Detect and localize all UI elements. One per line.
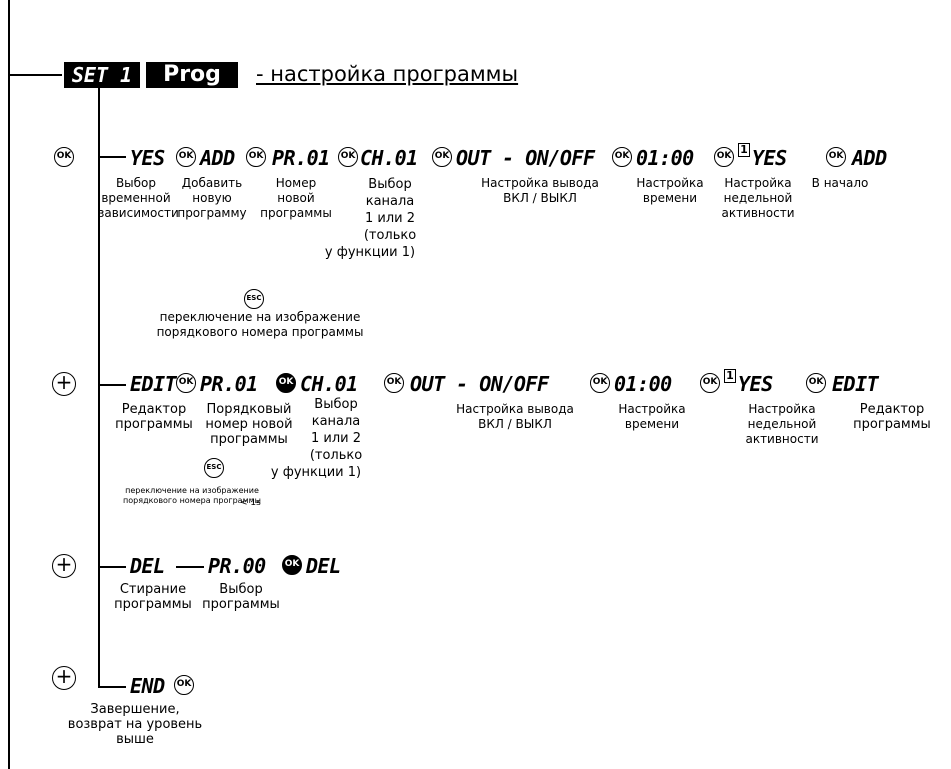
row2-seg-pr: PR.01 <box>200 372 258 396</box>
row1-seg-yes: YES <box>130 146 165 170</box>
row3-seg-del2: DEL <box>306 554 341 578</box>
row1-seg-ch: CH.01 <box>360 146 418 170</box>
header-connector <box>8 74 62 76</box>
row2-seg-edit: EDIT <box>130 372 177 396</box>
page-title: - настройка программы <box>256 62 519 86</box>
row2-seg-edit2: EDIT <box>832 372 879 396</box>
plus-icon[interactable]: + <box>52 372 76 396</box>
row2-seg-out: OUT - ON/OFF <box>410 372 549 396</box>
weekday-one-icon: 1 <box>738 143 750 157</box>
row1-seg-add: ADD <box>200 146 235 170</box>
ok-icon[interactable]: OK <box>174 675 194 695</box>
ok-icon[interactable]: OK <box>276 373 296 393</box>
row1-label: В начало <box>811 176 869 190</box>
ok-icon[interactable]: OK <box>714 147 734 167</box>
press-time-note: < 1s <box>240 498 261 508</box>
ok-icon[interactable]: OK <box>612 147 632 167</box>
ok-icon[interactable]: OK <box>826 147 846 167</box>
ok-icon[interactable]: OK <box>700 373 720 393</box>
row1-seg-add2: ADD <box>852 146 887 170</box>
plus-icon[interactable]: + <box>52 554 76 578</box>
row2-seg-time: 01:00 <box>614 372 672 396</box>
ok-icon[interactable]: OK <box>176 373 196 393</box>
ok-icon[interactable]: OK <box>338 147 358 167</box>
prog-badge: Prog <box>146 62 238 88</box>
row1-seg-yes2: YES <box>752 146 787 170</box>
plus-icon[interactable]: + <box>52 666 76 690</box>
row4-connector <box>98 686 126 688</box>
ok-icon[interactable]: OK <box>806 373 826 393</box>
page-left-border <box>8 0 10 769</box>
row1-connector <box>98 156 126 158</box>
ok-icon[interactable]: OK <box>246 147 266 167</box>
set-badge: SET 1 <box>64 62 140 88</box>
ok-icon[interactable]: OK <box>176 147 196 167</box>
row4-seg-end: END <box>130 674 165 698</box>
ok-icon[interactable]: OK <box>282 555 302 575</box>
esc-icon[interactable]: ESC <box>244 289 264 309</box>
row3-seg-del: DEL <box>130 554 165 578</box>
row2-seg-ch: CH.01 <box>300 372 358 396</box>
row3-inner-connector <box>176 566 204 568</box>
ok-icon[interactable]: OK <box>54 147 74 167</box>
esc-icon[interactable]: ESC <box>204 458 224 478</box>
ok-icon[interactable]: OK <box>432 147 452 167</box>
row1-seg-pr: PR.01 <box>272 146 330 170</box>
row1-seg-out: OUT - ON/OFF <box>456 146 595 170</box>
tree-trunk <box>98 88 100 686</box>
weekday-one-icon: 1 <box>724 369 736 383</box>
row2-seg-yes: YES <box>738 372 773 396</box>
ok-icon[interactable]: OK <box>590 373 610 393</box>
ok-icon[interactable]: OK <box>384 373 404 393</box>
row2-connector <box>98 384 126 386</box>
row1-seg-time: 01:00 <box>636 146 694 170</box>
row3-seg-pr: PR.00 <box>208 554 266 578</box>
row3-connector <box>98 566 126 568</box>
